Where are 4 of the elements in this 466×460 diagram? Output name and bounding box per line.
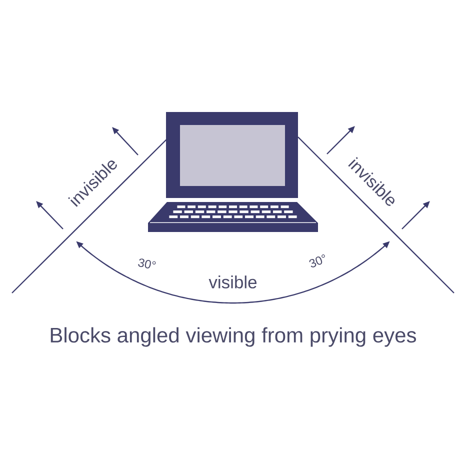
angle-label: 30° bbox=[309, 254, 325, 268]
caption: Blocks angled viewing from prying eyes bbox=[50, 327, 416, 347]
zone-label: visible bbox=[208, 276, 257, 288]
angle-label: 30° bbox=[138, 258, 156, 268]
